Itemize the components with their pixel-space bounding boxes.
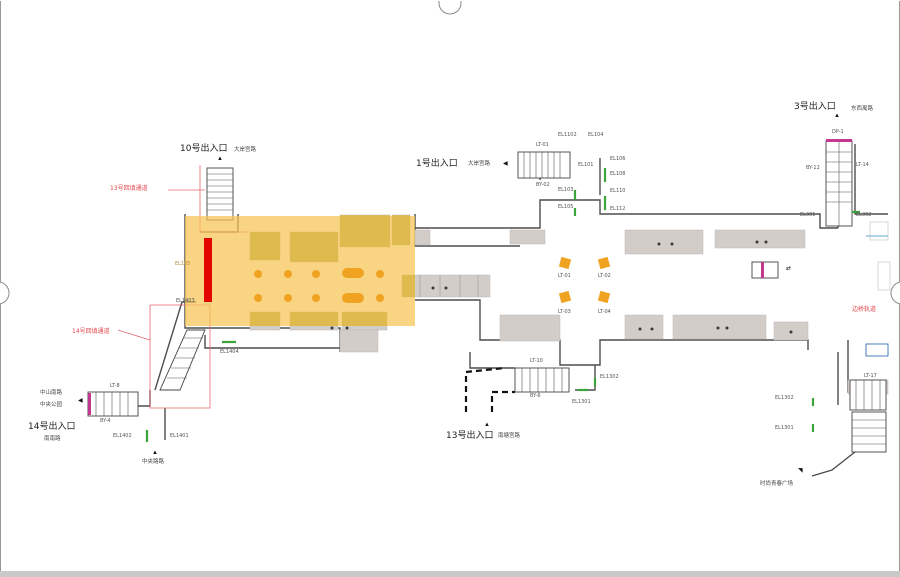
arrow-down-road: ▲ [152,450,158,456]
exit-1-label: 1号出入口 [416,159,458,169]
code-el1403: EL1403 [176,298,195,304]
pillars [254,268,384,303]
code-lt8: LT-8 [110,383,120,389]
escalator-steps [95,141,886,445]
exit13-dashes [464,366,515,412]
passage-14-label: 14号回填通道 [72,328,110,335]
arrow-exit-3: ▲ [834,113,840,119]
ad-panel [204,238,212,302]
code-el1402: EL1402 [113,433,132,439]
code-lt01-pillar: LT-01 [558,273,571,279]
handle-right [890,281,900,305]
code-lt03-pillar: LT-03 [558,309,571,315]
down-road-label: 中央路路 [142,459,165,465]
arrow-east-escalator: ⇄ [786,266,792,272]
arrow-exit-1: ◀ [503,161,508,167]
code-lt02-pillar: LT-02 [598,273,611,279]
handle-top [438,0,462,15]
concourse-pillars [558,256,611,304]
code-el104: EL104 [588,132,604,138]
code-el1401: EL1401 [170,433,189,439]
gate-marks [145,168,860,442]
code-el105-west: EL105 [175,261,191,267]
code-dp1: DP-1 [832,129,844,135]
code-by02: BY-02 [536,182,550,188]
arrow-exit-14: ◀ [78,398,83,404]
room-dots [330,240,793,334]
code-lt01: LT-01 [536,142,549,148]
code-el108: EL108 [610,171,626,177]
east-box-2 [877,261,891,291]
gallery-columns [419,275,479,297]
bottom-bar [0,571,900,577]
code-el103: EL103 [558,187,574,193]
code-by12: BY-12 [806,165,820,171]
code-el106: EL106 [610,156,626,162]
east-passage-label: 边桥轨道 [852,306,877,313]
exit-1-note: 大岸宫路 [468,161,491,167]
code-el1301-east: EL1301 [775,425,794,431]
code-lt10: LT-10 [530,358,543,364]
code-el1302: EL1302 [600,374,619,380]
exit-14-label: 14号出入口 [28,422,76,432]
code-el112: EL112 [610,206,626,212]
east-sign-blue [865,343,889,357]
exit-13-note: 南塘宫路 [498,433,521,439]
exit-14-road-a: 中山南路 [40,390,63,396]
east-box [869,221,889,241]
code-el105: EL105 [558,204,574,210]
code-lt17: LT-17 [864,373,877,379]
handle-left [0,281,10,305]
exit-3-note: 东西寓路 [851,106,874,112]
exit-10-label: 10号出入口 [180,144,228,154]
code-el301: EL301 [800,212,816,218]
exit-3-label: 3号出入口 [794,102,836,112]
code-by4: BY-4 [100,418,111,424]
code-el1301: EL1301 [572,399,591,405]
code-el101: EL101 [578,162,594,168]
exit-14-note: 南南路 [44,436,61,442]
code-lt14: LT-14 [856,162,869,168]
shops [250,215,415,326]
code-el1404: EL1404 [220,349,239,355]
exit-13-label: 13号出入口 [446,431,494,441]
exit-14-road-b: 中央公园 [40,402,63,408]
code-by6: BY-6 [530,393,541,399]
code-el1102: EL1102 [558,132,577,138]
code-el1302-east: EL1302 [775,395,794,401]
plaza-label: 时尚青春广场 [760,481,794,487]
arrow-exit-10: ▲ [217,156,223,162]
page-mask [0,0,900,1]
magenta-markers [88,139,852,415]
exit-10-note: 大岸宫路 [234,147,257,153]
code-lt04-pillar: LT-04 [598,309,611,315]
arrow-plaza: ◥ [798,468,803,474]
passage-13-label: 13号回填通道 [110,185,148,192]
code-el302: EL302 [856,212,872,218]
code-el110: EL110 [610,188,626,194]
arrow-exit-13: ▲ [484,422,490,428]
